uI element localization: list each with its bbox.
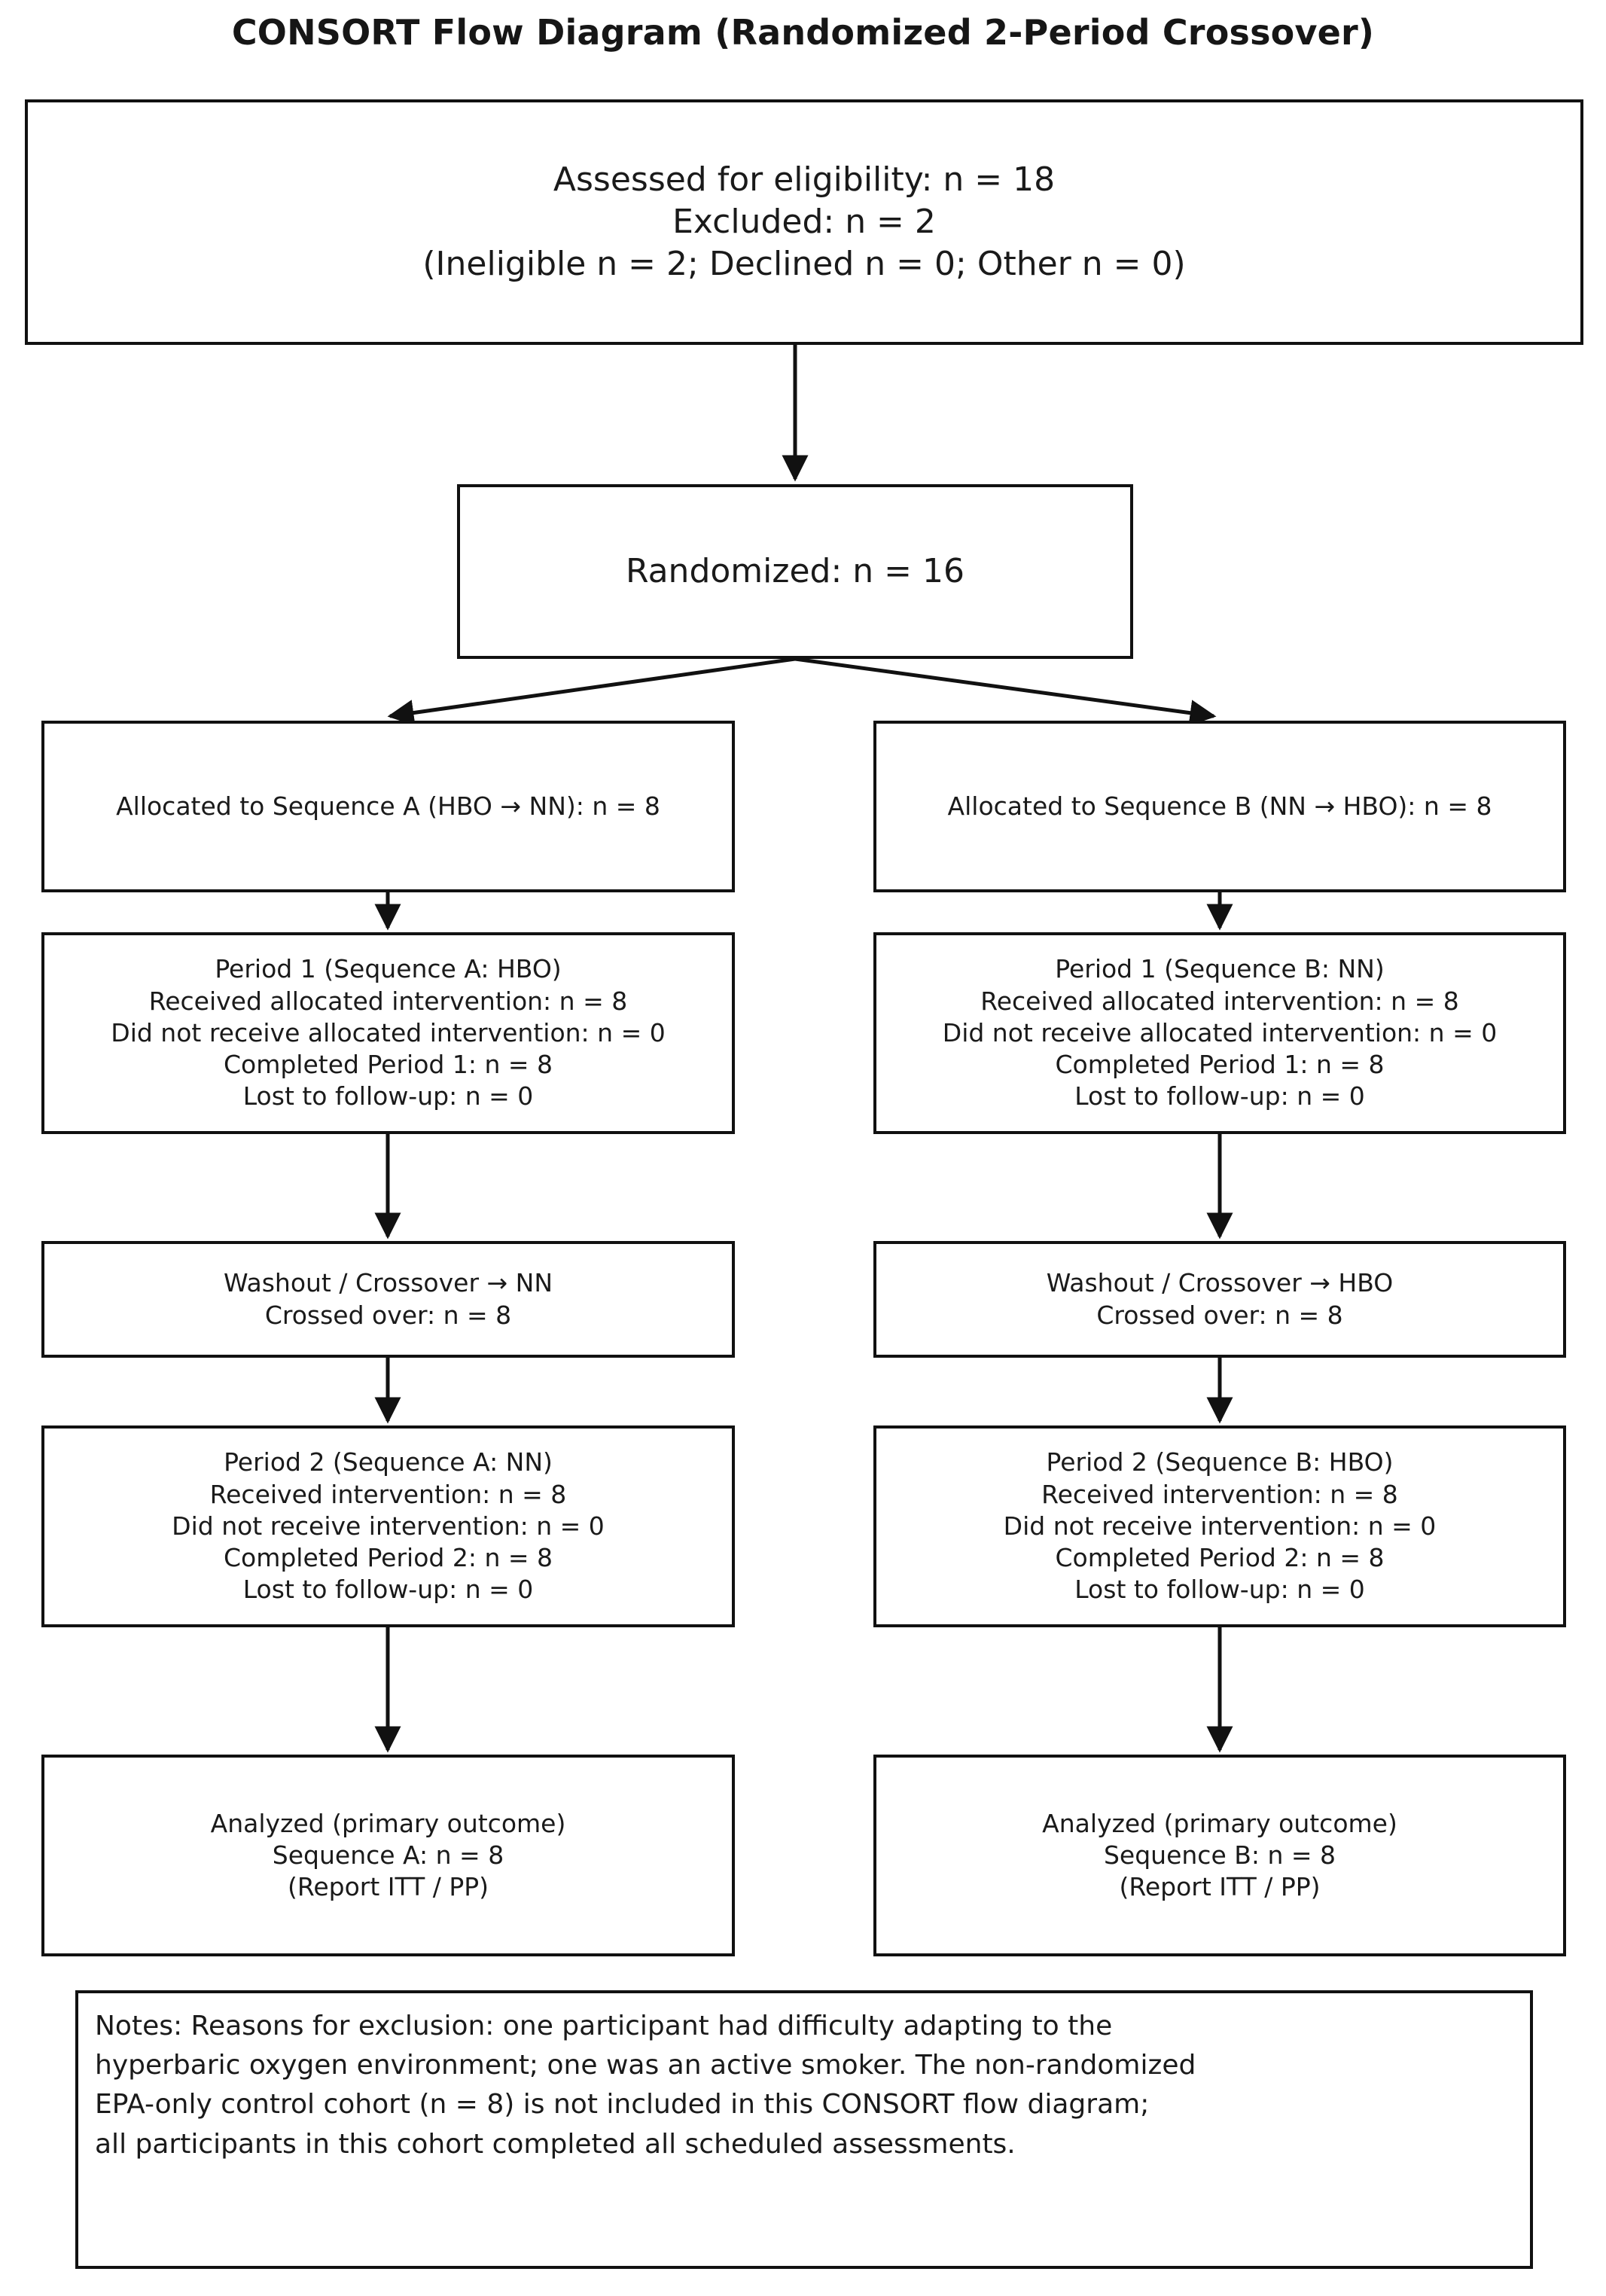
period2-a-line-2: Received intervention: n = 8 (209, 1479, 567, 1509)
notes-line-3: EPA-only control cohort (n = 8) is not i… (95, 2089, 1150, 2121)
washout-b-line-2: Crossed over: n = 8 (1096, 1300, 1343, 1330)
period1-a-line-1: Period 1 (Sequence A: HBO) (215, 954, 562, 984)
analyzed-b-line-2: Sequence B: n = 8 (1103, 1840, 1336, 1870)
node-washout-sequence-b: Washout / Crossover → HBO Crossed over: … (873, 1241, 1566, 1358)
node-washout-sequence-a: Washout / Crossover → NN Crossed over: n… (41, 1241, 735, 1358)
period1-b-line-2: Received allocated intervention: n = 8 (980, 986, 1459, 1016)
notes-line-4: all participants in this cohort complete… (95, 2128, 1016, 2160)
analyzed-b-line-3: (Report ITT / PP) (1119, 1872, 1321, 1902)
connector-randomized-to-alloc-b (794, 657, 1217, 727)
period1-a-line-2: Received allocated intervention: n = 8 (148, 986, 628, 1016)
washout-b-line-1: Washout / Crossover → HBO (1046, 1268, 1394, 1298)
node-analyzed-sequence-b: Analyzed (primary outcome) Sequence B: n… (873, 1755, 1566, 1956)
enrollment-line-1: Assessed for eligibility: n = 18 (553, 160, 1056, 199)
period2-b-line-5: Lost to follow-up: n = 0 (1074, 1575, 1365, 1605)
node-period1-sequence-a: Period 1 (Sequence A: HBO) Received allo… (41, 932, 735, 1134)
node-allocation-sequence-b: Allocated to Sequence B (NN → HBO): n = … (873, 721, 1566, 892)
node-period2-sequence-a: Period 2 (Sequence A: NN) Received inter… (41, 1425, 735, 1627)
notes-line-2: hyperbaric oxygen environment; one was a… (95, 2050, 1196, 2081)
period1-a-line-5: Lost to follow-up: n = 0 (242, 1081, 534, 1111)
enrollment-line-2: Excluded: n = 2 (672, 202, 936, 241)
notes-line-1: Notes: Reasons for exclusion: one partic… (95, 2011, 1113, 2041)
node-period2-sequence-b: Period 2 (Sequence B: HBO) Received inte… (873, 1425, 1566, 1627)
allocation-a-line-1: Allocated to Sequence A (HBO → NN): n = … (116, 791, 660, 821)
period2-b-line-3: Did not receive intervention: n = 0 (1003, 1511, 1437, 1541)
randomized-line-1: Randomized: n = 16 (625, 551, 965, 590)
washout-a-line-1: Washout / Crossover → NN (223, 1268, 553, 1298)
node-notes: Notes: Reasons for exclusion: one partic… (75, 1990, 1533, 2269)
allocation-b-line-1: Allocated to Sequence B (NN → HBO): n = … (947, 791, 1492, 821)
period2-b-line-2: Received intervention: n = 8 (1041, 1479, 1398, 1509)
period2-a-line-3: Did not receive intervention: n = 0 (172, 1511, 605, 1541)
period1-b-line-5: Lost to follow-up: n = 0 (1074, 1081, 1365, 1111)
analyzed-a-line-2: Sequence A: n = 8 (272, 1840, 504, 1870)
period1-b-line-4: Completed Period 1: n = 8 (1055, 1050, 1385, 1080)
period2-a-line-4: Completed Period 2: n = 8 (223, 1543, 553, 1573)
period2-a-line-1: Period 2 (Sequence A: NN) (224, 1447, 553, 1477)
period2-b-line-1: Period 2 (Sequence B: HBO) (1046, 1447, 1394, 1477)
node-allocation-sequence-a: Allocated to Sequence A (HBO → NN): n = … (41, 721, 735, 892)
period2-b-line-4: Completed Period 2: n = 8 (1055, 1543, 1385, 1573)
period2-a-line-5: Lost to follow-up: n = 0 (242, 1575, 534, 1605)
period1-b-line-1: Period 1 (Sequence B: NN) (1055, 954, 1385, 984)
period1-b-line-3: Did not receive allocated intervention: … (942, 1017, 1498, 1047)
connector-randomized-to-alloc-a (387, 657, 796, 726)
node-randomized: Randomized: n = 16 (457, 484, 1133, 659)
node-period1-sequence-b: Period 1 (Sequence B: NN) Received alloc… (873, 932, 1566, 1134)
period1-a-line-4: Completed Period 1: n = 8 (223, 1050, 553, 1080)
page-title: CONSORT Flow Diagram (Randomized 2-Perio… (231, 12, 1375, 53)
analyzed-a-line-3: (Report ITT / PP) (288, 1872, 489, 1902)
washout-a-line-2: Crossed over: n = 8 (264, 1300, 512, 1330)
analyzed-b-line-1: Analyzed (primary outcome) (1042, 1808, 1397, 1838)
node-analyzed-sequence-a: Analyzed (primary outcome) Sequence A: n… (41, 1755, 735, 1956)
node-enrollment: Assessed for eligibility: n = 18 Exclude… (25, 99, 1583, 345)
period1-a-line-3: Did not receive allocated intervention: … (111, 1017, 666, 1047)
analyzed-a-line-1: Analyzed (primary outcome) (210, 1808, 566, 1838)
enrollment-line-3: (Ineligible n = 2; Declined n = 0; Other… (422, 245, 1186, 284)
